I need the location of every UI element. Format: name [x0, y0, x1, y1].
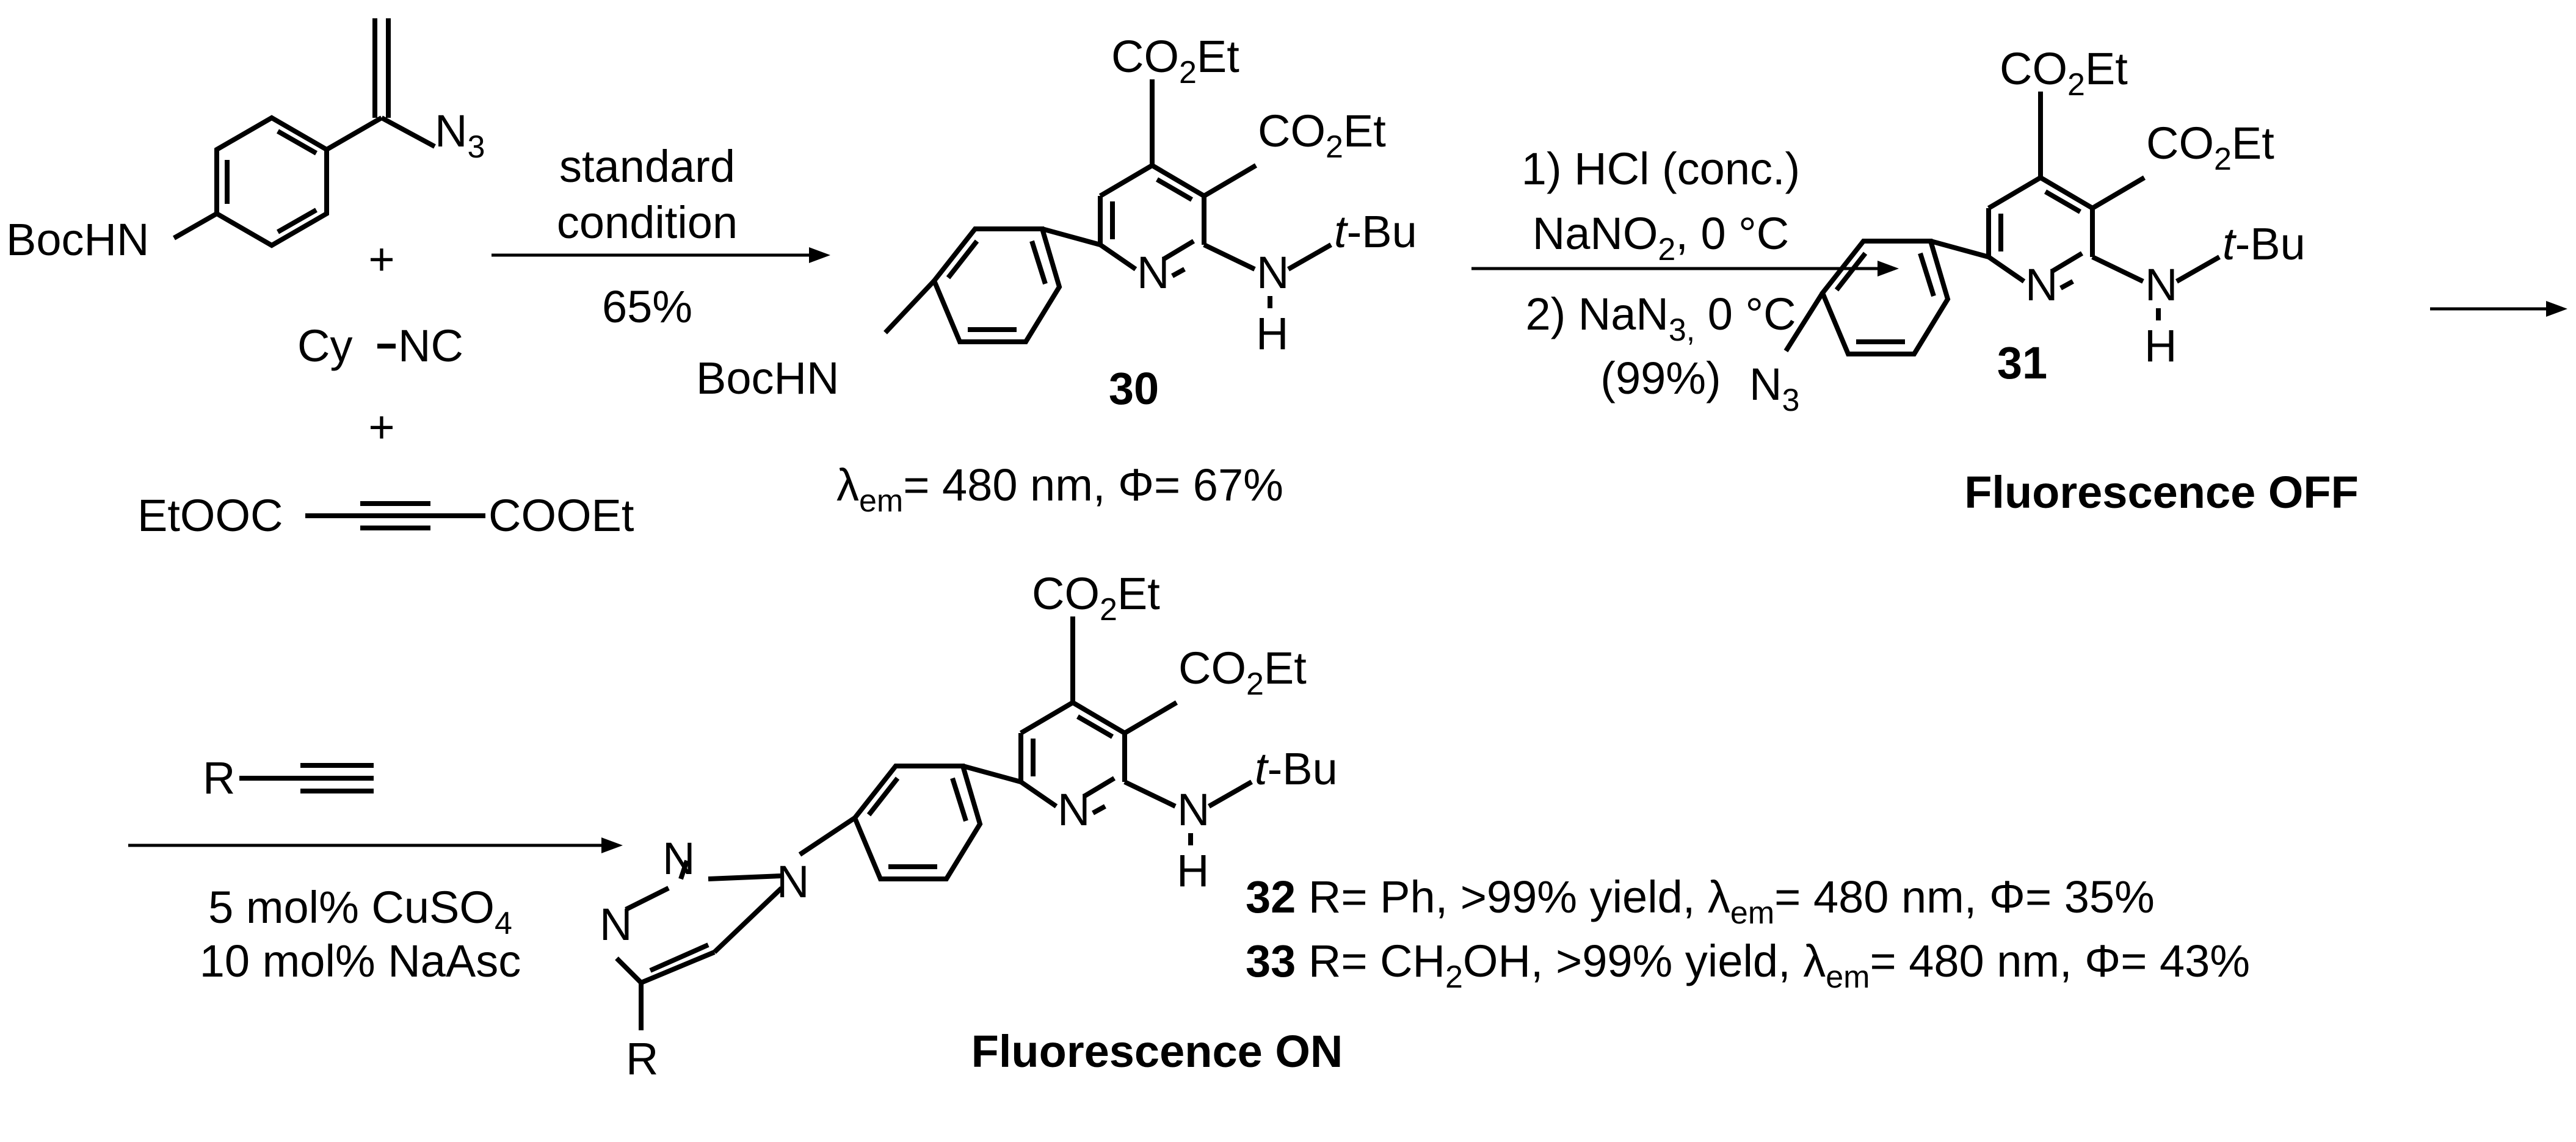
compound-number-30: 30 — [1109, 363, 1159, 414]
ester-side-label: CO2Et — [1258, 106, 1386, 165]
reaction-arrow-1: standard condition 65% — [492, 141, 830, 332]
triazole-ring — [615, 859, 783, 985]
pyridine-ring — [1098, 163, 1206, 278]
boc-amine-label: BocHN — [6, 214, 149, 265]
step2-line2: NaNO2, 0 °C — [1533, 208, 1789, 267]
pyridine-ring — [1986, 175, 2095, 291]
nh-n-label: N — [2145, 259, 2177, 310]
reaction-arrow-3: R 5 mol% CuSO4 10 mol% NaAsc — [128, 753, 623, 986]
compound-number-31: 31 — [1997, 338, 2047, 388]
tbu-label: t-Bu — [1334, 206, 1417, 257]
plus-sign-1: + — [368, 234, 394, 284]
diethyl-acetylenedicarboxylate: EtOOC COOEt — [137, 490, 634, 541]
nc-label: NC — [398, 320, 463, 371]
vinyl-azide-reactant: BocHN N3 — [6, 18, 485, 265]
nh-n-label: N — [1177, 784, 1210, 835]
step2-line3: 2) NaN3, 0 °C — [1525, 289, 1796, 348]
triazole-r-label: R — [626, 1033, 658, 1084]
ester-side-label: CO2Et — [1178, 643, 1307, 702]
photophysics-30: λem= 480 nm, Φ= 67% — [836, 460, 1283, 519]
benzene-ring — [1820, 239, 1951, 356]
step3-line1: 5 mol% CuSO4 — [208, 882, 512, 941]
plus-sign-2: + — [368, 402, 394, 452]
ring-n-label: N — [1137, 247, 1169, 298]
step1-condition-line2: condition — [557, 197, 738, 248]
triazole-n1-label: N — [662, 833, 695, 884]
bond-vinyl-n3 — [380, 115, 436, 149]
ester-top-label: CO2Et — [1111, 31, 1239, 90]
tbu-label: t-Bu — [2222, 219, 2306, 269]
step3-line2: 10 mol% NaAsc — [200, 936, 521, 986]
entry-33: 33 R= CH2OH, >99% yield, λem= 480 nm, Φ=… — [1246, 936, 2250, 995]
tbu-label: t-Bu — [1255, 743, 1338, 794]
benzene-ring — [852, 764, 983, 881]
triazole-product: N CO2Et CO2Et N H t-Bu N N N — [600, 568, 1338, 1084]
nh-n-label: N — [1257, 247, 1289, 298]
nh-h-label: H — [1256, 308, 1288, 359]
bond-aryl-nh — [173, 211, 218, 240]
cyclohexyl-isocyanide: Cy NC — [297, 320, 463, 371]
azide-label: N3 — [435, 106, 485, 165]
fluorescence-on-caption: Fluorescence ON — [971, 1026, 1343, 1077]
compound-31: N CO2Et CO2Et N H t-Bu N3 31 — [1749, 43, 2306, 418]
entry-32: 32 R= Ph, >99% yield, λem= 480 nm, Φ= 35… — [1246, 872, 2155, 931]
fluorescence-off-caption: Fluorescence OFF — [1964, 467, 2359, 518]
ester-side-label: CO2Et — [2146, 118, 2274, 177]
pyridine-ring — [1018, 700, 1127, 815]
benzene-ring — [931, 226, 1062, 344]
azide-label: N3 — [1749, 359, 1799, 418]
nh-h-label: H — [2144, 320, 2177, 371]
compound-30: N CO2Et CO2Et N H t-Bu BocHN 30 λem= 480… — [696, 31, 1417, 519]
step1-yield: 65% — [602, 281, 692, 332]
benzene-ring — [214, 115, 329, 248]
step1-condition-line1: standard — [559, 141, 735, 192]
ester-top-label: CO2Et — [1032, 568, 1160, 627]
triazole-n3-label: N — [777, 856, 809, 907]
reaction-arrow-2: 1) HCl (conc.) NaNO2, 0 °C 2) NaN3, 0 °C… — [1471, 143, 1899, 403]
alkyne-r-label: R — [203, 753, 235, 803]
bond-aryl-vinyl — [325, 115, 383, 152]
boc-amine-label: BocHN — [696, 353, 839, 403]
ester-top-label: CO2Et — [2000, 43, 2128, 103]
continuation-arrow — [2430, 301, 2567, 317]
cy-label: Cy — [297, 320, 352, 371]
alkyne-left-label: EtOOC — [137, 490, 283, 541]
step2-line1: 1) HCl (conc.) — [1522, 143, 1800, 194]
nh-h-label: H — [1177, 845, 1209, 896]
step2-yield: (99%) — [1600, 353, 1721, 403]
alkyne-right-label: COOEt — [488, 490, 634, 541]
ring-n-label: N — [1058, 784, 1090, 835]
triazole-n2-label: N — [600, 899, 632, 950]
ring-n-label: N — [2025, 259, 2058, 310]
